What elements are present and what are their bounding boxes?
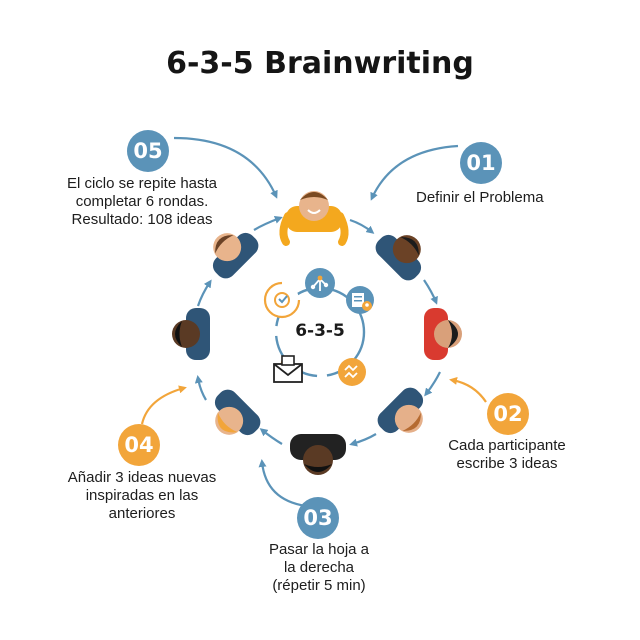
participant-bottom (290, 434, 346, 475)
cycle-icon (263, 281, 301, 319)
center-label: 6-3-5 (295, 321, 345, 341)
participant-top (279, 191, 349, 246)
ring-arrow (259, 428, 283, 445)
ring-arrow (424, 371, 441, 397)
step-04-text: Añadir 3 ideas nuevas inspiradas en las … (67, 469, 217, 522)
step-05-text: El ciclo se repite hasta completar 6 ron… (66, 175, 218, 228)
step-01-arrow (370, 144, 459, 201)
ring-arrow (196, 279, 212, 307)
step-03-badge: 03 (297, 497, 339, 539)
step-02-text: Cada participante escribe 3 ideas (448, 437, 566, 472)
step-04-badge: 04 (118, 424, 160, 466)
step-03-text: Pasar la hoja a la derecha (répetir 5 mi… (268, 541, 370, 594)
step-02-arrow (449, 376, 487, 403)
step-03-arrow (258, 459, 307, 508)
participant-bottom-right (377, 387, 424, 434)
document-user-icon (346, 286, 374, 314)
ring-arrow (349, 433, 377, 447)
step-01-badge: 01 (460, 142, 502, 184)
ring-arrow (349, 218, 375, 234)
ring-arrows (194, 216, 441, 447)
envelope-icon (273, 355, 303, 383)
participant-left (172, 308, 210, 360)
step-05-badge: 05 (127, 130, 169, 172)
participants (172, 191, 462, 475)
step-01-text: Definir el Problema (416, 189, 544, 206)
step-02-badge: 02 (487, 393, 529, 435)
participant-top-left (212, 232, 259, 279)
participant-bottom-left (214, 389, 261, 436)
idea-map-icon (305, 268, 335, 298)
ring-arrow (194, 375, 207, 401)
ring-arrow (423, 279, 438, 305)
step-04-arrow (140, 385, 187, 425)
participant-right (424, 308, 462, 360)
participant-top-right (375, 234, 422, 281)
ring-arrow (253, 216, 283, 231)
page-title: 6-3-5 Brainwriting (166, 46, 474, 81)
step-05-arrow (173, 136, 278, 199)
sync-icon (338, 358, 366, 386)
